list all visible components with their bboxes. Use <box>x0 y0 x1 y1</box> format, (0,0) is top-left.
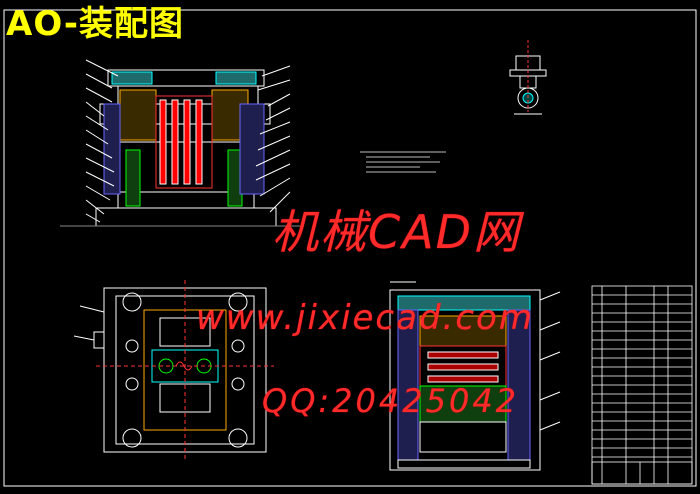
front-section-view <box>60 59 300 227</box>
bill-of-materials <box>591 285 693 485</box>
watermark-url: www.jixiecad.com <box>196 298 534 338</box>
watermark-qq: QQ:20425042 <box>262 382 520 420</box>
side-section-view <box>389 281 561 471</box>
watermark-site-name: 机械CAD网 <box>272 205 522 259</box>
drawing-border <box>3 9 697 487</box>
technical-notes <box>360 151 446 173</box>
drawing-title: AO-装配图 <box>6 4 184 44</box>
top-plan-view <box>73 280 274 460</box>
part-detail-view <box>509 40 547 115</box>
